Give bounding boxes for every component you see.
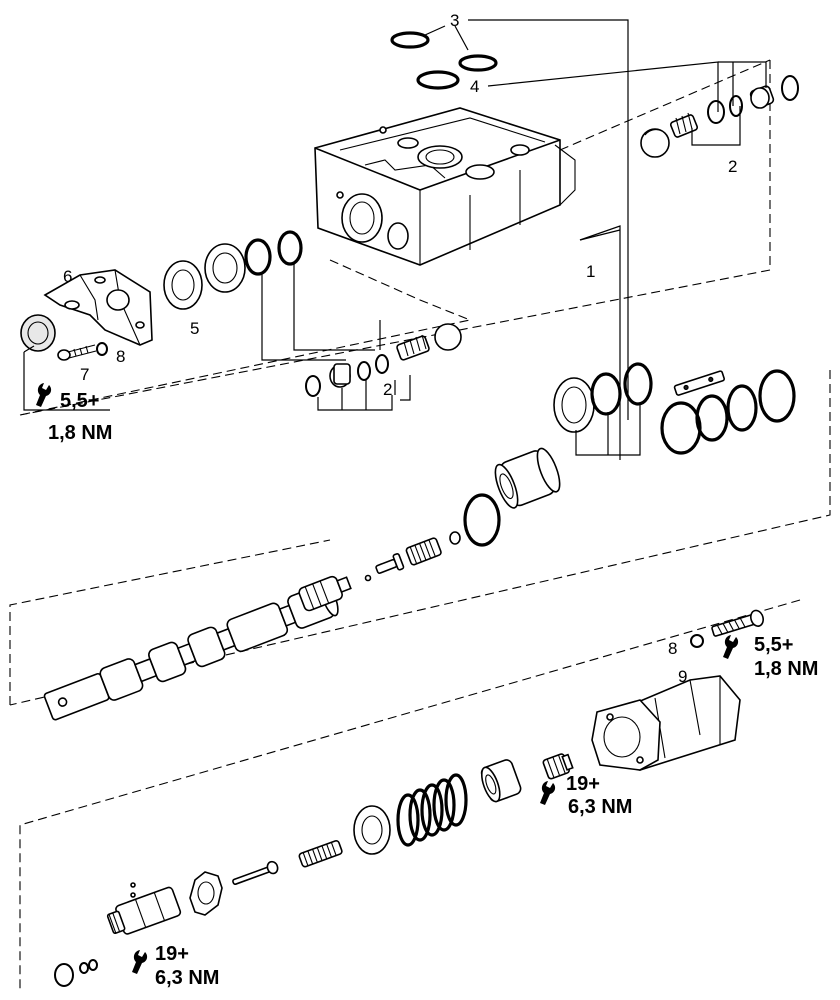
- torque-spec-mid-plug: 19+ 6,3 NM: [540, 773, 632, 818]
- torque-value: 5,5+: [60, 390, 99, 412]
- torque-value: 19+: [155, 943, 189, 965]
- callout-5: 5: [190, 319, 199, 338]
- valve-body: [314, 107, 576, 266]
- left-cover-assembly: [20, 269, 153, 361]
- callout-leaders: [23, 19, 767, 460]
- assembly-axis-lines: [9, 59, 831, 990]
- wrench-icon: [132, 950, 148, 974]
- callout-8-right: 8: [668, 639, 677, 658]
- end-plug: [54, 882, 182, 987]
- callout-6: 6: [63, 267, 72, 286]
- torque-value: 19+: [566, 773, 600, 795]
- callout-3: 3: [450, 11, 459, 30]
- torque-unit-value: 1,8 NM: [754, 658, 818, 680]
- wrench-icon: [723, 635, 739, 659]
- callout-4: 4: [470, 77, 479, 96]
- torque-unit-value: 6,3 NM: [155, 967, 219, 989]
- torque-spec-bottom-plug: 19+ 6,3 NM: [132, 943, 219, 989]
- torque-unit-value: 1,8 NM: [48, 422, 112, 444]
- callout-2-upper: 2: [728, 157, 737, 176]
- left-seal-stack: [163, 230, 303, 310]
- main-spring: [396, 773, 468, 847]
- callout-2-lower: 2: [383, 380, 392, 399]
- callout-9: 9: [678, 667, 687, 686]
- torque-spec-right-cover: 5,5+ 1,8 NM: [723, 634, 818, 680]
- part-callouts: 1 2 2 3 4 5 6 7 8 8 9: [63, 11, 737, 686]
- torque-unit-value: 6,3 NM: [568, 796, 632, 818]
- callout-8-left: 8: [116, 347, 125, 366]
- control-spool: [43, 575, 352, 721]
- port-seals: [390, 31, 498, 90]
- callout-7: 7: [80, 365, 89, 384]
- wrench-icon: [36, 383, 52, 407]
- spring-package: [189, 753, 574, 916]
- callout-1: 1: [586, 262, 595, 281]
- spacer-disc: [189, 871, 223, 916]
- check-valve-lower: [305, 323, 462, 397]
- spool-seal-rings: [553, 362, 796, 455]
- torque-value: 5,5+: [754, 634, 793, 656]
- wrench-icon: [540, 781, 556, 805]
- torque-spec-left-cover: 5,5+ 1,8 NM: [36, 383, 112, 444]
- check-valve-upper: [640, 75, 799, 158]
- inner-plunger-parts: [364, 447, 561, 582]
- spring-cover-assembly: [591, 609, 764, 771]
